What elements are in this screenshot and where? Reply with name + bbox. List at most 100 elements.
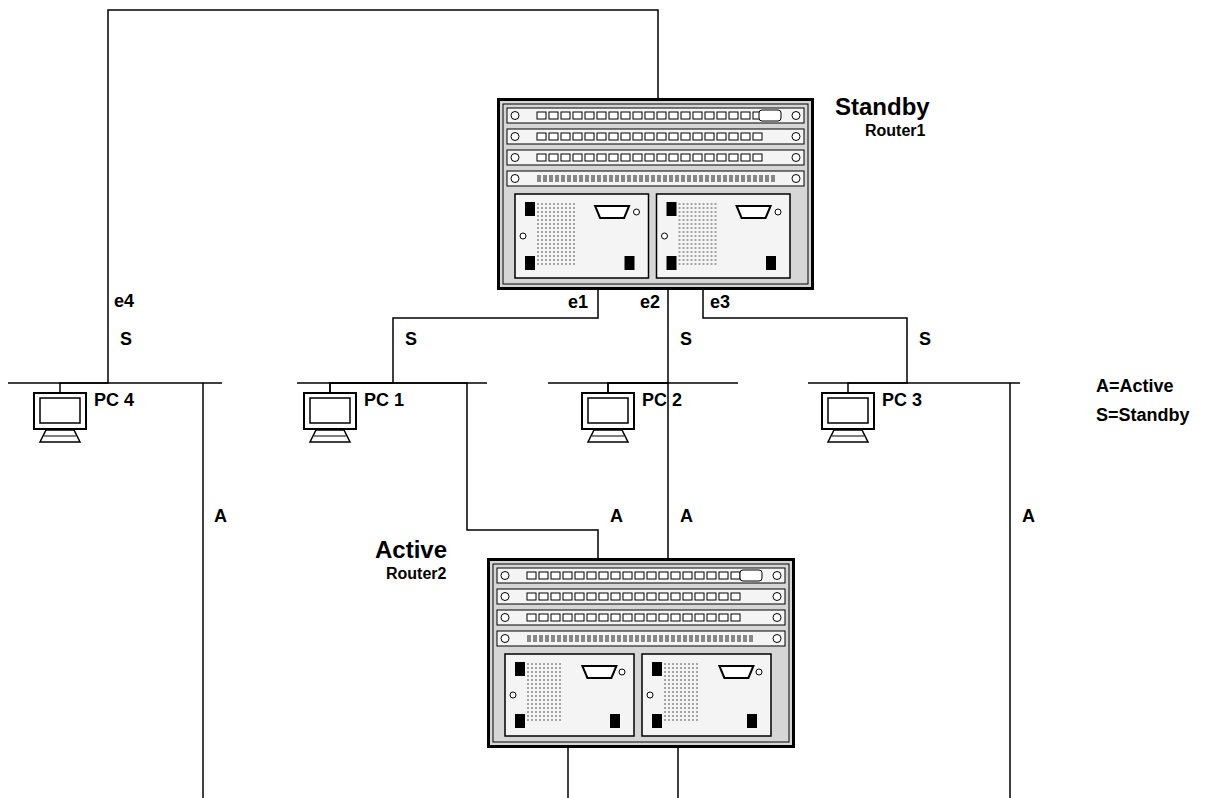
port <box>575 593 584 600</box>
port <box>669 133 678 140</box>
port <box>549 133 558 140</box>
rj-port <box>653 635 657 642</box>
rj-port <box>647 635 651 642</box>
psu-grill <box>537 207 575 208</box>
psu-latch <box>652 662 662 676</box>
power-supply <box>505 654 634 736</box>
psu-grill <box>537 231 575 232</box>
port <box>681 154 690 161</box>
pc-base-line <box>592 436 624 437</box>
pc-base <box>310 430 350 442</box>
port <box>635 593 644 600</box>
card-screw <box>511 154 519 162</box>
port <box>527 593 536 600</box>
rj-port <box>591 175 595 182</box>
console-port <box>759 110 781 121</box>
card-screw <box>511 112 519 120</box>
port <box>623 614 632 621</box>
rj-port <box>747 175 751 182</box>
rj-port <box>735 175 739 182</box>
card-screw <box>773 572 781 580</box>
rj-port <box>629 635 633 642</box>
router-node: StandbyRouter1 <box>497 98 814 290</box>
power-supply <box>657 194 791 278</box>
rj-port <box>665 635 669 642</box>
psu-grill <box>527 667 563 668</box>
uplink-wire <box>677 748 679 798</box>
port <box>731 593 740 600</box>
port <box>659 593 668 600</box>
card-screw <box>501 614 509 622</box>
port <box>561 154 570 161</box>
rj-port <box>717 175 721 182</box>
psu-grill <box>664 691 700 692</box>
line-card <box>497 631 785 646</box>
port <box>671 614 680 621</box>
port <box>635 614 644 621</box>
card-screw <box>792 133 800 141</box>
router-chassis <box>487 558 795 748</box>
port <box>561 112 570 119</box>
rj-port <box>537 175 541 182</box>
port <box>573 112 582 119</box>
legend-text: S=Standby <box>1096 405 1190 426</box>
port <box>563 614 572 621</box>
psu-screw <box>662 233 668 239</box>
port <box>563 593 572 600</box>
port <box>549 154 558 161</box>
rj-port <box>639 175 643 182</box>
port <box>621 154 630 161</box>
rj-port <box>611 635 615 642</box>
rj-port <box>545 635 549 642</box>
port <box>719 572 728 579</box>
psu-latch <box>766 256 776 270</box>
psu-grill <box>679 259 717 260</box>
port <box>705 112 714 119</box>
psu-grill <box>679 239 717 240</box>
rj-port <box>539 635 543 642</box>
port <box>669 112 678 119</box>
rj-port <box>707 635 711 642</box>
port <box>621 133 630 140</box>
psu-latch <box>667 256 677 270</box>
rj-port <box>699 175 703 182</box>
psu-grill <box>537 243 575 244</box>
port <box>611 593 620 600</box>
port <box>611 572 620 579</box>
port <box>669 154 678 161</box>
port <box>719 614 728 621</box>
card-screw <box>501 635 509 643</box>
psu-grill <box>679 231 717 232</box>
power-inlet <box>737 206 771 218</box>
legend-entry: S=Standby <box>1096 405 1190 426</box>
port <box>683 572 692 579</box>
interface-name: e3 <box>708 292 732 313</box>
link-state: S <box>917 329 933 350</box>
pc-base <box>828 430 868 442</box>
monitor-screen <box>588 398 628 423</box>
line-card <box>507 171 804 186</box>
rj-port <box>711 175 715 182</box>
chassis-inner <box>503 104 808 284</box>
network-link <box>60 10 658 392</box>
line-card <box>497 589 785 604</box>
psu-grill <box>664 679 700 680</box>
psu-grill <box>664 663 700 664</box>
psu-screw <box>520 233 526 239</box>
port <box>657 112 666 119</box>
legend-text: A=Active <box>1096 376 1174 397</box>
rj-port <box>603 175 607 182</box>
port <box>609 133 618 140</box>
rj-port <box>581 635 585 642</box>
lan-segment <box>808 382 1020 384</box>
rj-port <box>677 635 681 642</box>
link-state: S <box>403 329 419 350</box>
router-role: Standby <box>835 93 930 121</box>
port <box>707 614 716 621</box>
psu-grill <box>527 683 563 684</box>
rj-port <box>605 635 609 642</box>
psu-grill <box>679 255 717 256</box>
rj-port <box>633 175 637 182</box>
rj-port <box>683 635 687 642</box>
rj-port <box>557 635 561 642</box>
